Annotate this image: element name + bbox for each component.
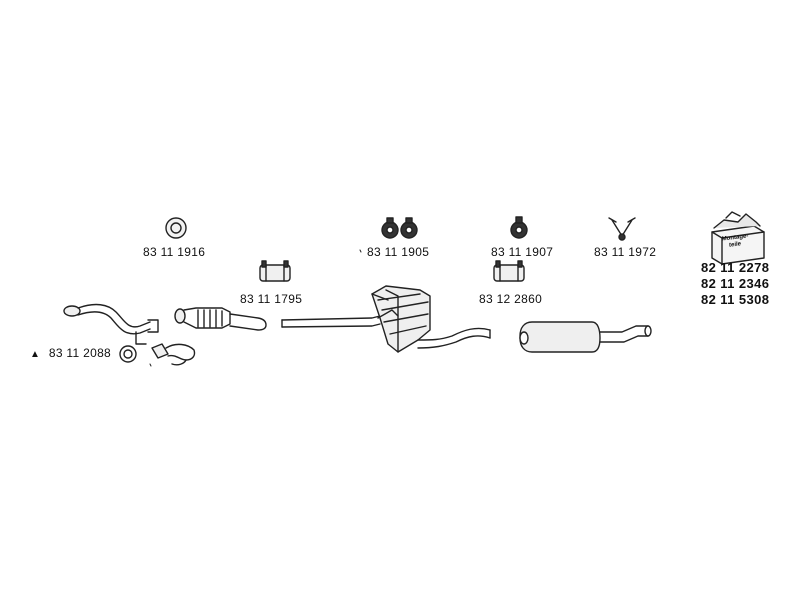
triangle-marker-icon: ▲ [30,349,41,360]
part-number-ring-gasket: 83 11 1916 [143,245,206,259]
ring-gasket-drawing [165,217,187,239]
mounting-kit-number-2: 82 11 2346 [701,276,770,291]
single-hanger-drawing [510,216,528,239]
middle-pipe-drawing [281,315,381,328]
part-number-clamp-a: 83 11 1795 [240,292,303,306]
part-number-hanger-single: 83 11 1907 [491,245,554,259]
mounting-kit-box [711,211,765,265]
mounting-kit-number-1: 82 11 2278 [701,260,770,275]
mounting-kit-number-3: 82 11 5308 [701,292,770,307]
clamp-b-drawing [493,260,525,282]
clamp-a-drawing [259,260,291,282]
flange-gasket-drawing [119,345,137,363]
bent-flange-pipe-drawing [151,343,196,366]
flange-gasket-label: ▲ 83 11 2088 [30,346,111,360]
drawing-specks [149,249,362,367]
front-downpipe-drawing [63,303,159,345]
part-number-hangers-pair: 83 11 1905 [367,245,430,259]
rubber-hangers-drawing [381,217,418,239]
rear-silencer-drawing [519,321,652,353]
part-number-bracket-v: 83 11 1972 [594,245,657,259]
front-silencer-drawing [371,285,491,353]
v-bracket-drawing [608,217,636,241]
part-number-flange-gasket: 83 11 2088 [48,346,112,360]
catalytic-converter-drawing [174,307,267,331]
part-number-clamp-b: 83 12 2860 [479,292,543,306]
